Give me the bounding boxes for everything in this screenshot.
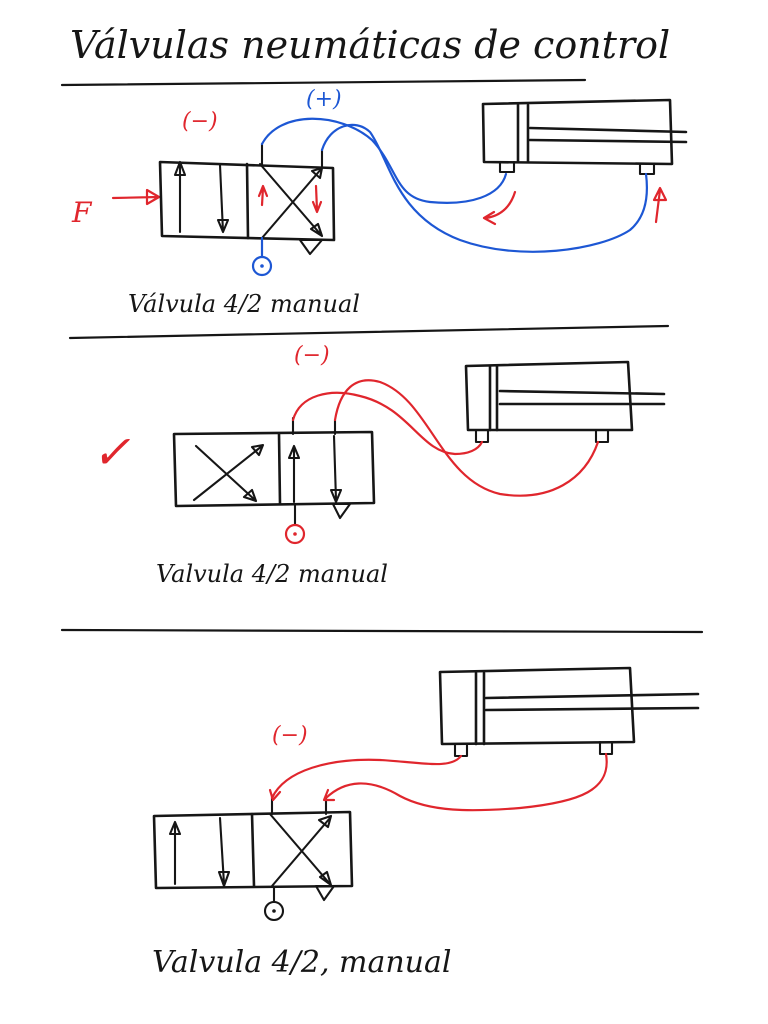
title-underline [60, 78, 587, 87]
section-1-supply-arrow [652, 186, 668, 224]
section-3-valve [152, 794, 354, 922]
section-1-tube-b [320, 123, 648, 253]
section-1-exhaust-arrow [482, 190, 517, 226]
force-arrow [111, 188, 161, 206]
section-2: (−) ✓ [92, 343, 666, 588]
section-1-cylinder [481, 98, 688, 176]
section-2-minus-sign: (−) [294, 343, 330, 368]
divider-2 [60, 628, 704, 634]
divider-1 [68, 324, 670, 340]
section-2-tube-b [333, 379, 600, 497]
section-1: (−) (+) F [71, 87, 688, 318]
section-3-port-arrow-b [322, 788, 336, 802]
check-mark: ✓ [92, 425, 131, 479]
section-1-label: Válvula 4/2 manual [128, 290, 360, 318]
section-3-minus-sign: (−) [272, 723, 308, 748]
force-label: F [71, 196, 93, 229]
section-2-valve [172, 416, 376, 545]
section-3-port-arrow [268, 788, 282, 802]
section-3-tube-a [270, 754, 463, 800]
section-1-tube-a [260, 117, 508, 204]
section-2-label: Valvula 4/2 manual [156, 560, 388, 588]
section-3-tube-b [324, 752, 608, 812]
section-1-plus-sign: (+) [306, 87, 342, 112]
section-1-minus-sign: (−) [182, 109, 218, 134]
page-title: Válvulas neumáticas de control [70, 23, 670, 67]
section-2-cylinder [464, 360, 666, 444]
section-1-valve [158, 142, 336, 277]
section-3: (−) [152, 666, 700, 980]
section-3-label: Valvula 4/2, manual [152, 945, 452, 980]
section-3-cylinder [438, 666, 700, 758]
section-2-tube-a [291, 391, 484, 456]
